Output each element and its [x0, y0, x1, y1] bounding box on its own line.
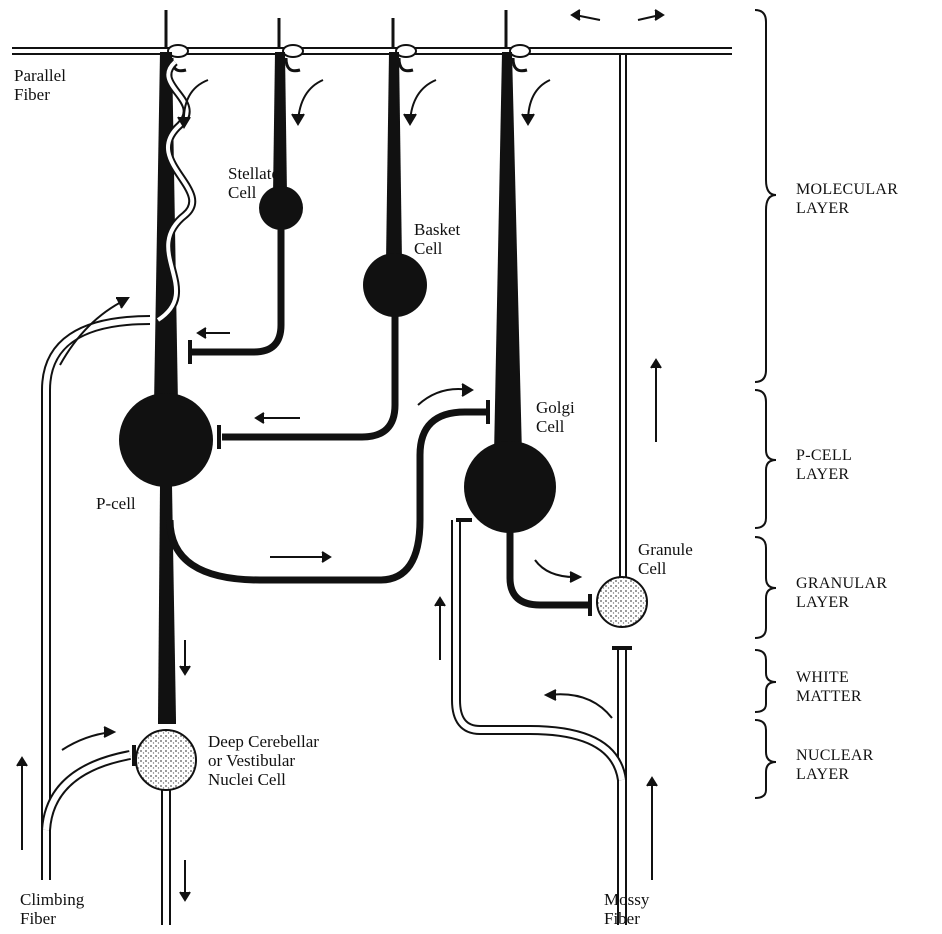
- parallel-fiber: [12, 48, 732, 54]
- p-cell-body: [119, 393, 213, 487]
- granule-cell-body: [597, 577, 647, 627]
- label-p-cell: P-cell: [96, 494, 136, 513]
- parallel-fiber-synapses: [168, 45, 530, 57]
- mossy-fiber: [456, 520, 622, 925]
- basket-dendrite: [386, 52, 402, 262]
- flow-arrows: [17, 10, 663, 900]
- deep-nuclei-output-axon: [162, 790, 170, 925]
- golgi-axon: [510, 530, 588, 605]
- deep-nuclei-cell-body: [136, 730, 196, 790]
- basket-cell-body: [363, 253, 427, 317]
- golgi-cell-body: [464, 441, 556, 533]
- synapse-hooks: [172, 58, 527, 71]
- basket-axon: [222, 315, 395, 437]
- golgi-dendrite: [494, 52, 522, 455]
- layer-braces: [755, 10, 776, 798]
- granule-ascending-axon: [620, 54, 626, 582]
- dendrite-tops: [166, 10, 506, 48]
